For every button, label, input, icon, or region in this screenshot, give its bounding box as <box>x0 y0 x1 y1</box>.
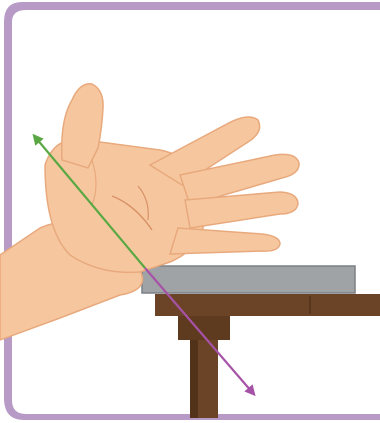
table-leg-shade <box>190 330 198 418</box>
table-top-board <box>155 294 380 316</box>
little-finger <box>170 228 280 254</box>
table <box>155 294 380 418</box>
table-plate <box>142 266 355 293</box>
